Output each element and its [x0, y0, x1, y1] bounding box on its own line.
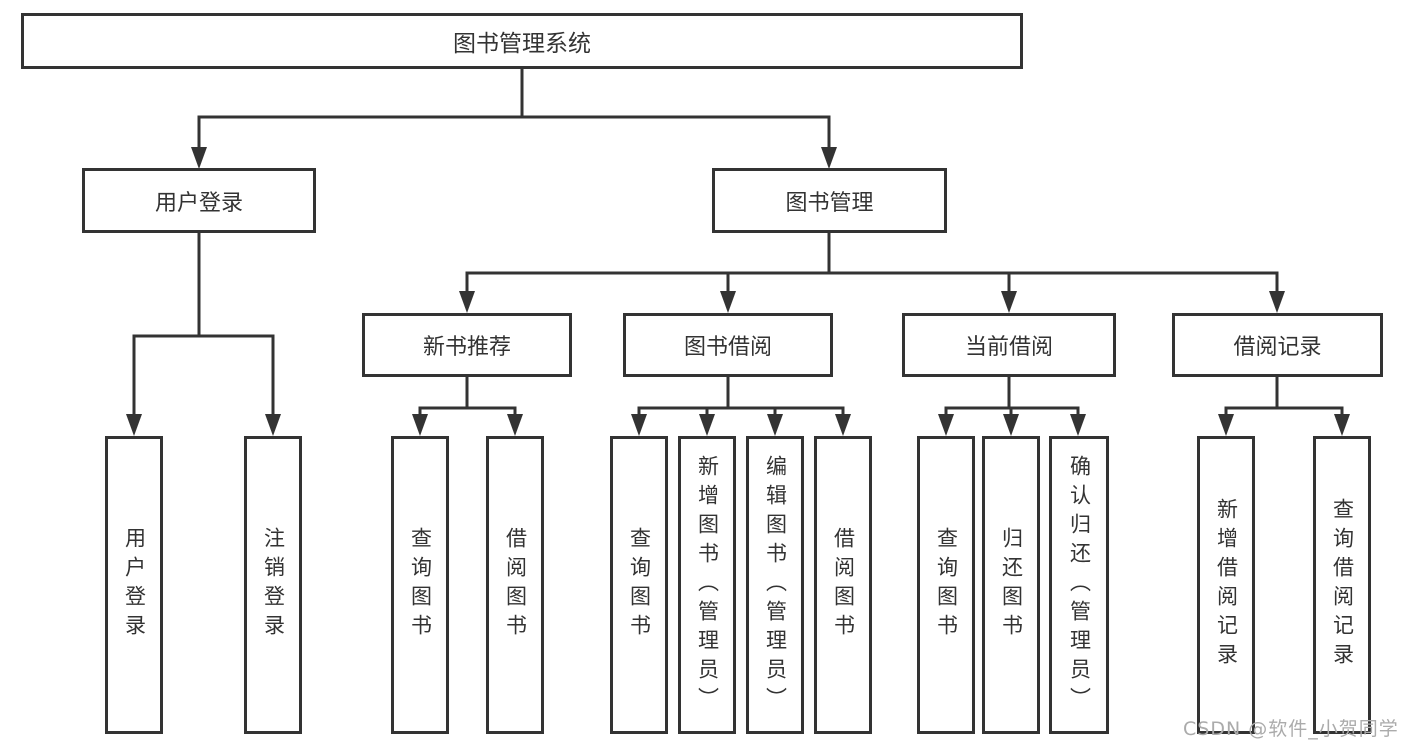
node-borrowing-records: 借阅记录 [1172, 313, 1383, 377]
arrow-down-icon [265, 414, 281, 436]
leaf-borrow-books-recommend: 借阅图书 [486, 436, 544, 734]
leaf-query-books-recommend: 查询图书 [391, 436, 449, 734]
leaf-label: 用户登录 [122, 527, 147, 643]
arrow-down-icon [821, 147, 837, 169]
arrow-down-icon [126, 414, 142, 436]
arrow-down-icon [459, 291, 475, 313]
arrow-down-icon [1003, 414, 1019, 436]
node-label: 当前借阅 [964, 335, 1053, 360]
arrow-down-icon [835, 414, 851, 436]
arrow-down-icon [1001, 291, 1017, 313]
arrow-down-icon [1218, 414, 1234, 436]
leaf-add-borrow-record: 新增借阅记录 [1197, 436, 1255, 734]
node-user-login-group: 用户登录 [82, 168, 316, 233]
node-label: 图书借阅 [683, 335, 772, 360]
leaf-label: 借阅图书 [831, 527, 856, 643]
leaf-query-books-borrow: 查询图书 [610, 436, 668, 734]
arrow-down-icon [938, 414, 954, 436]
node-label: 图书管理 [785, 190, 874, 216]
arrow-down-icon [767, 414, 783, 436]
leaf-return-books: 归还图书 [982, 436, 1040, 734]
node-library-system: 图书管理系统 [21, 13, 1023, 69]
arrow-down-icon [507, 414, 523, 436]
node-label: 图书管理系统 [453, 31, 591, 57]
node-label: 借阅记录 [1233, 335, 1322, 360]
node-label: 新书推荐 [422, 335, 511, 360]
leaf-query-books-current: 查询图书 [917, 436, 975, 734]
leaf-label: 注销登录 [261, 527, 286, 643]
leaf-label: 查询图书 [408, 527, 433, 643]
leaf-label: 新增借阅记录 [1214, 498, 1239, 672]
arrow-down-icon [631, 414, 647, 436]
leaf-label: 查询图书 [627, 527, 652, 643]
node-book-borrowing: 图书借阅 [623, 313, 833, 377]
arrow-down-icon [1269, 291, 1285, 313]
node-new-book-recommend: 新书推荐 [362, 313, 572, 377]
leaf-borrow-books: 借阅图书 [814, 436, 872, 734]
node-current-borrowing: 当前借阅 [902, 313, 1116, 377]
arrow-down-icon [191, 147, 207, 169]
leaf-label: 确认归还（管理员） [1067, 454, 1092, 716]
leaf-label: 归还图书 [999, 527, 1024, 643]
arrow-down-icon [1334, 414, 1350, 436]
leaf-query-borrow-record: 查询借阅记录 [1313, 436, 1371, 734]
arrow-down-icon [412, 414, 428, 436]
arrow-down-icon [1070, 414, 1086, 436]
leaf-label: 编辑图书（管理员） [763, 454, 788, 716]
arrow-down-icon [720, 291, 736, 313]
arrow-down-icon [699, 414, 715, 436]
leaf-user-login: 用户登录 [105, 436, 163, 734]
node-label: 用户登录 [154, 190, 243, 216]
leaf-label: 新增图书（管理员） [695, 454, 720, 716]
node-book-management: 图书管理 [712, 168, 947, 233]
leaf-label: 借阅图书 [503, 527, 528, 643]
leaf-label: 查询图书 [934, 527, 959, 643]
leaf-label: 查询借阅记录 [1330, 498, 1355, 672]
leaf-edit-books-admin: 编辑图书（管理员） [746, 436, 804, 734]
leaf-add-books-admin: 新增图书（管理员） [678, 436, 736, 734]
csdn-watermark: CSDN @软件_小贺同学 [1183, 718, 1399, 740]
leaf-confirm-return-admin: 确认归还（管理员） [1049, 436, 1109, 734]
leaf-logout: 注销登录 [244, 436, 302, 734]
